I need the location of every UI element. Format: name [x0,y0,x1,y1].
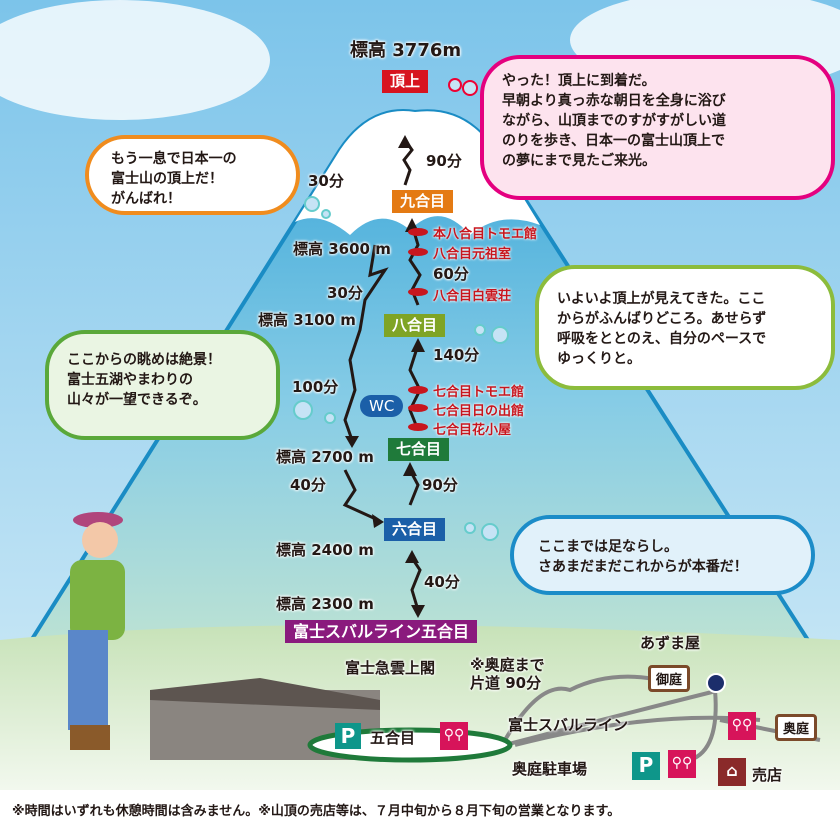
time-label: 30分 [327,284,363,302]
summit-label: 頂上 [382,70,429,93]
okuniwa-note: ※奥庭まで 片道 90分 [470,656,545,692]
hotel-label: 富士急雲上閣 [345,659,436,677]
elevation-label: 標高 2300 m [276,595,374,613]
speech-bubble-summit: やった！頂上に到着だ。 早朝より真っ赤な朝日を全身に浴び ながら、山頂までのすが… [480,55,835,200]
hut-label: 八合目白雲荘 [433,289,512,304]
time-label: 30分 [308,172,344,190]
hut-label: 七合目花小屋 [433,423,512,438]
time-label: 40分 [424,573,460,591]
elevation-label: 標高 2400 m [276,541,374,559]
speech-bubble-ninth: もう一息で日本一の 富士山の頂上だ！ がんばれ！ [85,135,300,215]
elevation-label: 標高 2700 m [276,448,374,466]
footer-note: ※時間はいずれも休憩時間は含みません。※山頂の売店等は、７月中旬から８月下旬の営… [12,804,621,819]
speech-bubble-sixth: ここまでは足ならし。 さあまだまだこれからが本番だ！ [510,515,815,595]
time-label: 140分 [433,346,480,364]
speech-bubble-seventh: ここからの眺めは絶景！ 富士五湖やまわりの 山々が一望できるぞ。 [45,330,280,440]
shop-icon: ⌂ [718,758,746,786]
hut-label: 七合目日の出館 [433,404,525,419]
time-label: 60分 [433,265,469,283]
parking-icon: P [632,752,660,780]
time-label: 40分 [290,476,326,494]
wc-badge: WC [360,395,404,417]
goume-label: 五合目 [370,729,416,747]
time-label: 100分 [292,378,339,396]
station-8: 八合目 [384,314,446,337]
shop-label: 売店 [752,766,783,784]
station-5: 富士スバルライン五合目 [285,620,478,643]
elevation-label: 標高 3100 m [258,311,356,329]
okuniwa-sign: 奥庭 [775,714,818,741]
restroom-icon: ⚲⚲ [440,722,468,750]
azumaya-label: あずま屋 [640,634,701,652]
hiker [68,512,125,750]
subaru-line-label: 富士スバルライン [508,716,629,734]
speech-bubble-eighth: いよいよ頂上が見えてきた。ここ からがふんばりどころ。あせらず 呼吸をととのえ、… [535,265,835,390]
summit-elevation: 標高 3776m [350,40,462,61]
oniwa-sign: 御庭 [648,665,691,692]
hut-label: 本八合目トモエ館 [433,227,538,242]
elevation-label: 標高 3600 m [293,240,391,258]
restroom-icon: ⚲⚲ [668,750,696,778]
parking-icon: P [335,723,361,749]
station-7: 七合目 [388,438,450,461]
time-label: 90分 [426,152,462,170]
restroom-icon: ⚲⚲ [728,712,756,740]
time-label: 90分 [422,476,458,494]
hut-label: 七合目トモエ館 [433,385,525,400]
parking-lot-label: 奥庭駐車場 [512,760,588,778]
station-9: 九合目 [392,190,454,213]
station-6: 六合目 [384,518,446,541]
hut-label: 八合目元祖室 [433,247,512,262]
